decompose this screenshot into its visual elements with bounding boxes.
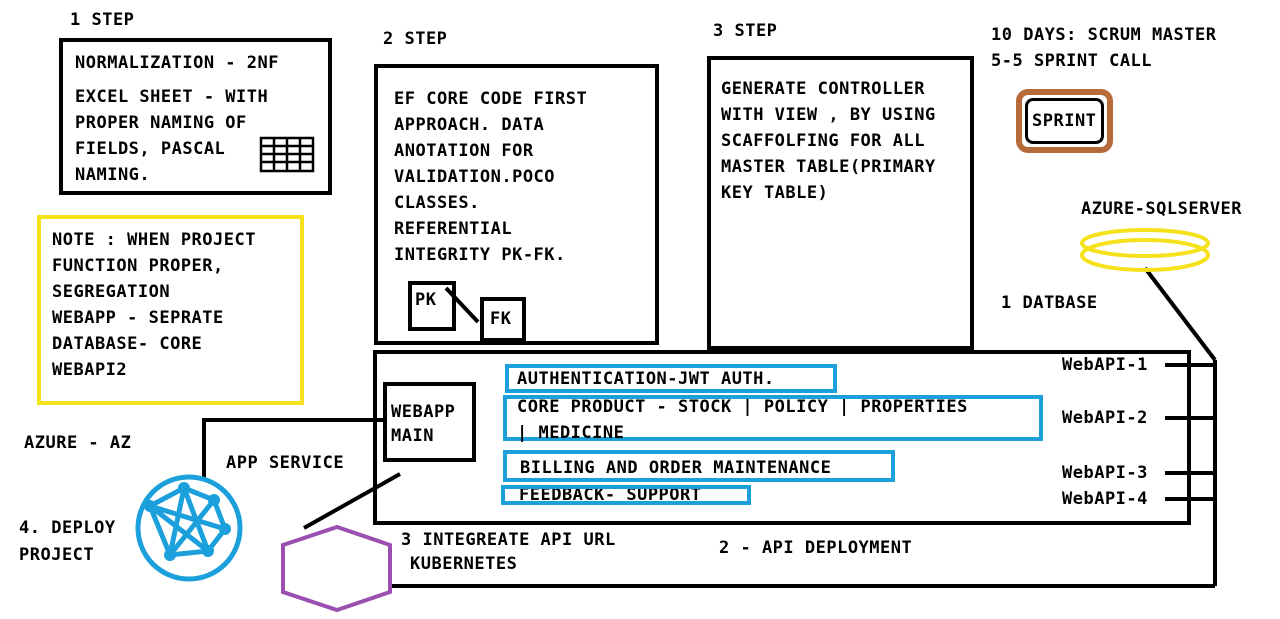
step1-heading: 1 STEP — [70, 10, 135, 30]
step2-box: EF CORE CODE FIRST APPROACH. DATA ANOTAT… — [374, 64, 659, 345]
webapi-1-label: WebAPI-1 — [1062, 355, 1148, 375]
integrate-api-label: 3 INTEGREATE API URL — [401, 530, 616, 550]
deploy-project-label: 4. DEPLOY PROJECT — [19, 518, 116, 565]
module-billing: BILLING AND ORDER MAINTENANCE — [503, 450, 895, 482]
kubernetes-hexagon-icon — [281, 524, 392, 613]
module-feedback: FEEDBACK- SUPPORT — [501, 485, 751, 505]
app-service-label: APP SERVICE — [226, 453, 345, 473]
webapi-4-label: WebAPI-4 — [1062, 489, 1148, 509]
api-deployment-label: 2 - API DEPLOYMENT — [719, 538, 913, 558]
step2-body: EF CORE CODE FIRST APPROACH. DATA ANOTAT… — [394, 89, 588, 265]
pk-fk-connector — [444, 286, 480, 324]
app-service-connector — [202, 418, 385, 480]
step1-line2: EXCEL SHEET - WITH PROPER NAMING OF FIEL… — [75, 87, 269, 185]
spreadsheet-grid-icon — [259, 136, 315, 173]
azure-sql-label: AZURE-SQLSERVER — [1081, 199, 1243, 219]
module-core-product: CORE PRODUCT - STOCK | POLICY | PROPERTI… — [503, 395, 1043, 443]
module-authentication-label: AUTHENTICATION-JWT AUTH. — [517, 369, 775, 389]
sprint-inner: SPRINT — [1025, 98, 1104, 144]
azure-az-label: AZURE - AZ — [24, 433, 132, 453]
database-count-label: 1 DATBASE — [1001, 293, 1098, 313]
module-authentication: AUTHENTICATION-JWT AUTH. — [505, 364, 837, 393]
scrum-line1: 10 DAYS: SCRUM MASTER — [991, 25, 1217, 45]
scrum-line2: 5-5 SPRINT CALL — [991, 51, 1153, 71]
note-box: NOTE : WHEN PROJECT FUNCTION PROPER, SEG… — [37, 215, 304, 405]
fk-box: FK — [480, 297, 526, 342]
module-feedback-label: FEEDBACK- SUPPORT — [519, 485, 702, 505]
module-billing-label: BILLING AND ORDER MAINTENANCE — [520, 458, 832, 478]
kubernetes-connector — [303, 472, 401, 530]
step1-line1: NORMALIZATION - 2NF — [75, 53, 279, 73]
webapi-2-label: WebAPI-2 — [1062, 408, 1148, 428]
step3-body: GENERATE CONTROLLER WITH VIEW , BY USING… — [721, 79, 936, 203]
step3-heading: 3 STEP — [713, 21, 778, 41]
database-cylinder-icon — [1080, 228, 1210, 272]
note-body: NOTE : WHEN PROJECT FUNCTION PROPER, SEG… — [52, 230, 256, 380]
webapp-main-label: WEBAPP MAIN — [391, 402, 456, 446]
module-core-product-label: CORE PRODUCT - STOCK | POLICY | PROPERTI… — [517, 397, 968, 443]
kubernetes-label: KUBERNETES — [410, 554, 518, 574]
webapp-main-box: WEBAPP MAIN — [383, 382, 476, 462]
step2-heading: 2 STEP — [383, 29, 448, 49]
fk-label: FK — [490, 309, 512, 329]
sprint-badge: SPRINT — [1016, 89, 1113, 153]
webapp-container — [373, 350, 1191, 525]
step1-box: NORMALIZATION - 2NF EXCEL SHEET - WITH P… — [59, 38, 332, 195]
sql-connector-diagonal — [1143, 266, 1217, 362]
globe-nodes — [144, 482, 231, 561]
sprint-label: SPRINT — [1032, 111, 1097, 131]
pk-box: PK — [408, 281, 456, 331]
step3-box: GENERATE CONTROLLER WITH VIEW , BY USING… — [707, 56, 974, 350]
webapi-3-label: WebAPI-3 — [1062, 463, 1148, 483]
pk-label: PK — [415, 290, 437, 310]
